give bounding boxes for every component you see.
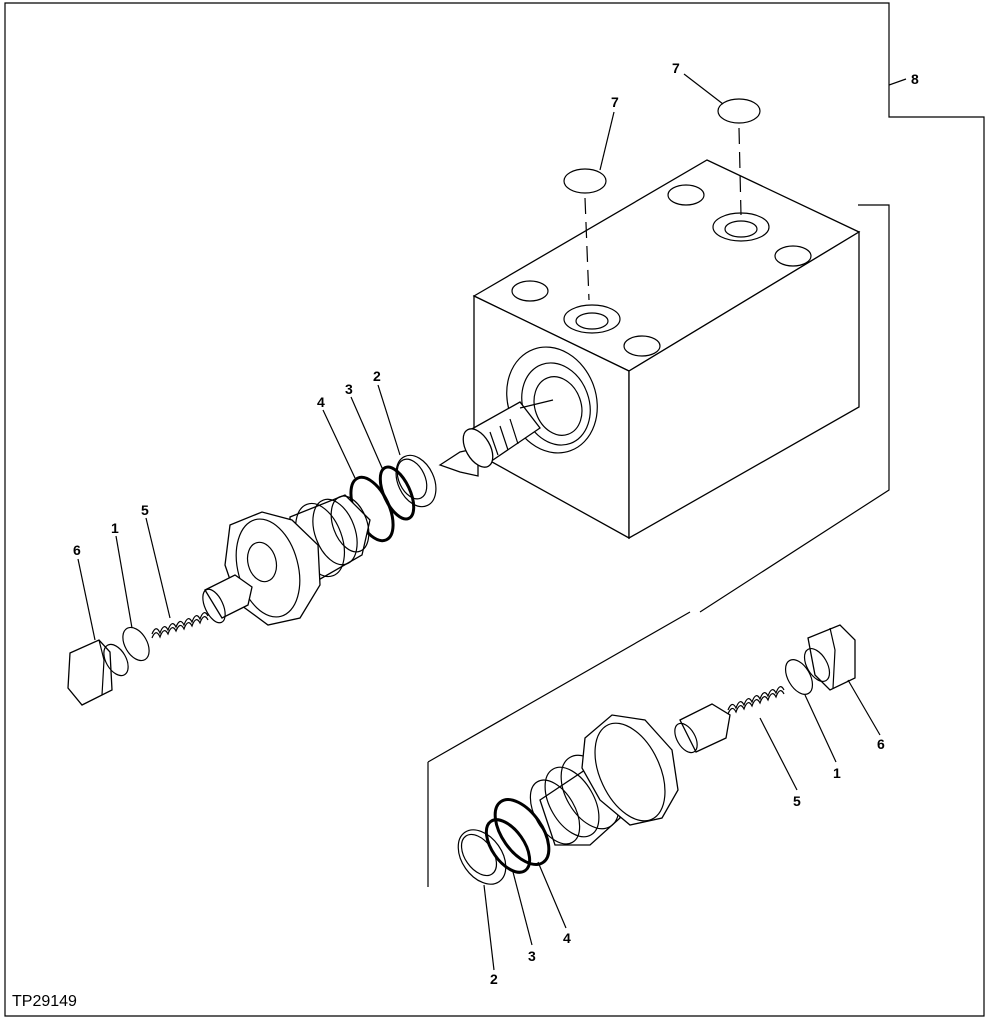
upper-callout-2: 2 [373, 368, 381, 384]
lower-relief-valve-assembly [457, 624, 856, 885]
lower-callout-5: 5 [793, 793, 801, 809]
centerline-right [738, 127, 742, 216]
upper-callout-2-leader [377, 384, 401, 456]
lower-callout-3-leader [512, 871, 533, 946]
callout-7-left-leader [599, 111, 615, 171]
upper-callout-1: 1 [111, 520, 119, 536]
valve-housing-block [472, 159, 890, 613]
upper-callout-5-leader [145, 517, 171, 619]
lower-assembly-frame [427, 611, 691, 887]
figure-reference-code: TP29149 [12, 993, 77, 1010]
lower-callout-6-leader [847, 679, 881, 736]
lower-callout-4-leader [537, 861, 567, 929]
upper-callout-3-leader [350, 396, 384, 471]
upper-callout-6-leader [77, 558, 96, 641]
lower-callout-1: 1 [833, 765, 841, 781]
callout-7-right-leader [683, 73, 724, 105]
lower-callout-6: 6 [877, 736, 885, 752]
upper-callout-3: 3 [345, 381, 353, 397]
lower-callout-1-leader [804, 694, 837, 763]
callout-8-leader [888, 78, 907, 86]
lower-callout-3: 3 [528, 948, 536, 964]
o-ring-7-right [717, 98, 761, 124]
figure-frame [4, 2, 985, 1017]
lower-callout-5-leader [759, 717, 798, 791]
callout-8: 8 [911, 71, 919, 87]
upper-callout-1-leader [115, 535, 133, 629]
callout-7-right: 7 [672, 60, 680, 76]
upper-callout-5: 5 [141, 502, 149, 518]
lower-callout-2-leader [483, 884, 495, 971]
upper-callout-6: 6 [73, 542, 81, 558]
upper-callout-4-leader [322, 409, 356, 479]
callout-7-left: 7 [611, 94, 619, 110]
upper-callout-4: 4 [317, 394, 325, 410]
lower-callout-4: 4 [563, 930, 571, 946]
lower-callout-2: 2 [490, 971, 498, 987]
upper-relief-valve-assembly [67, 399, 554, 706]
centerline-left [584, 197, 590, 301]
o-ring-7-left [563, 168, 607, 194]
